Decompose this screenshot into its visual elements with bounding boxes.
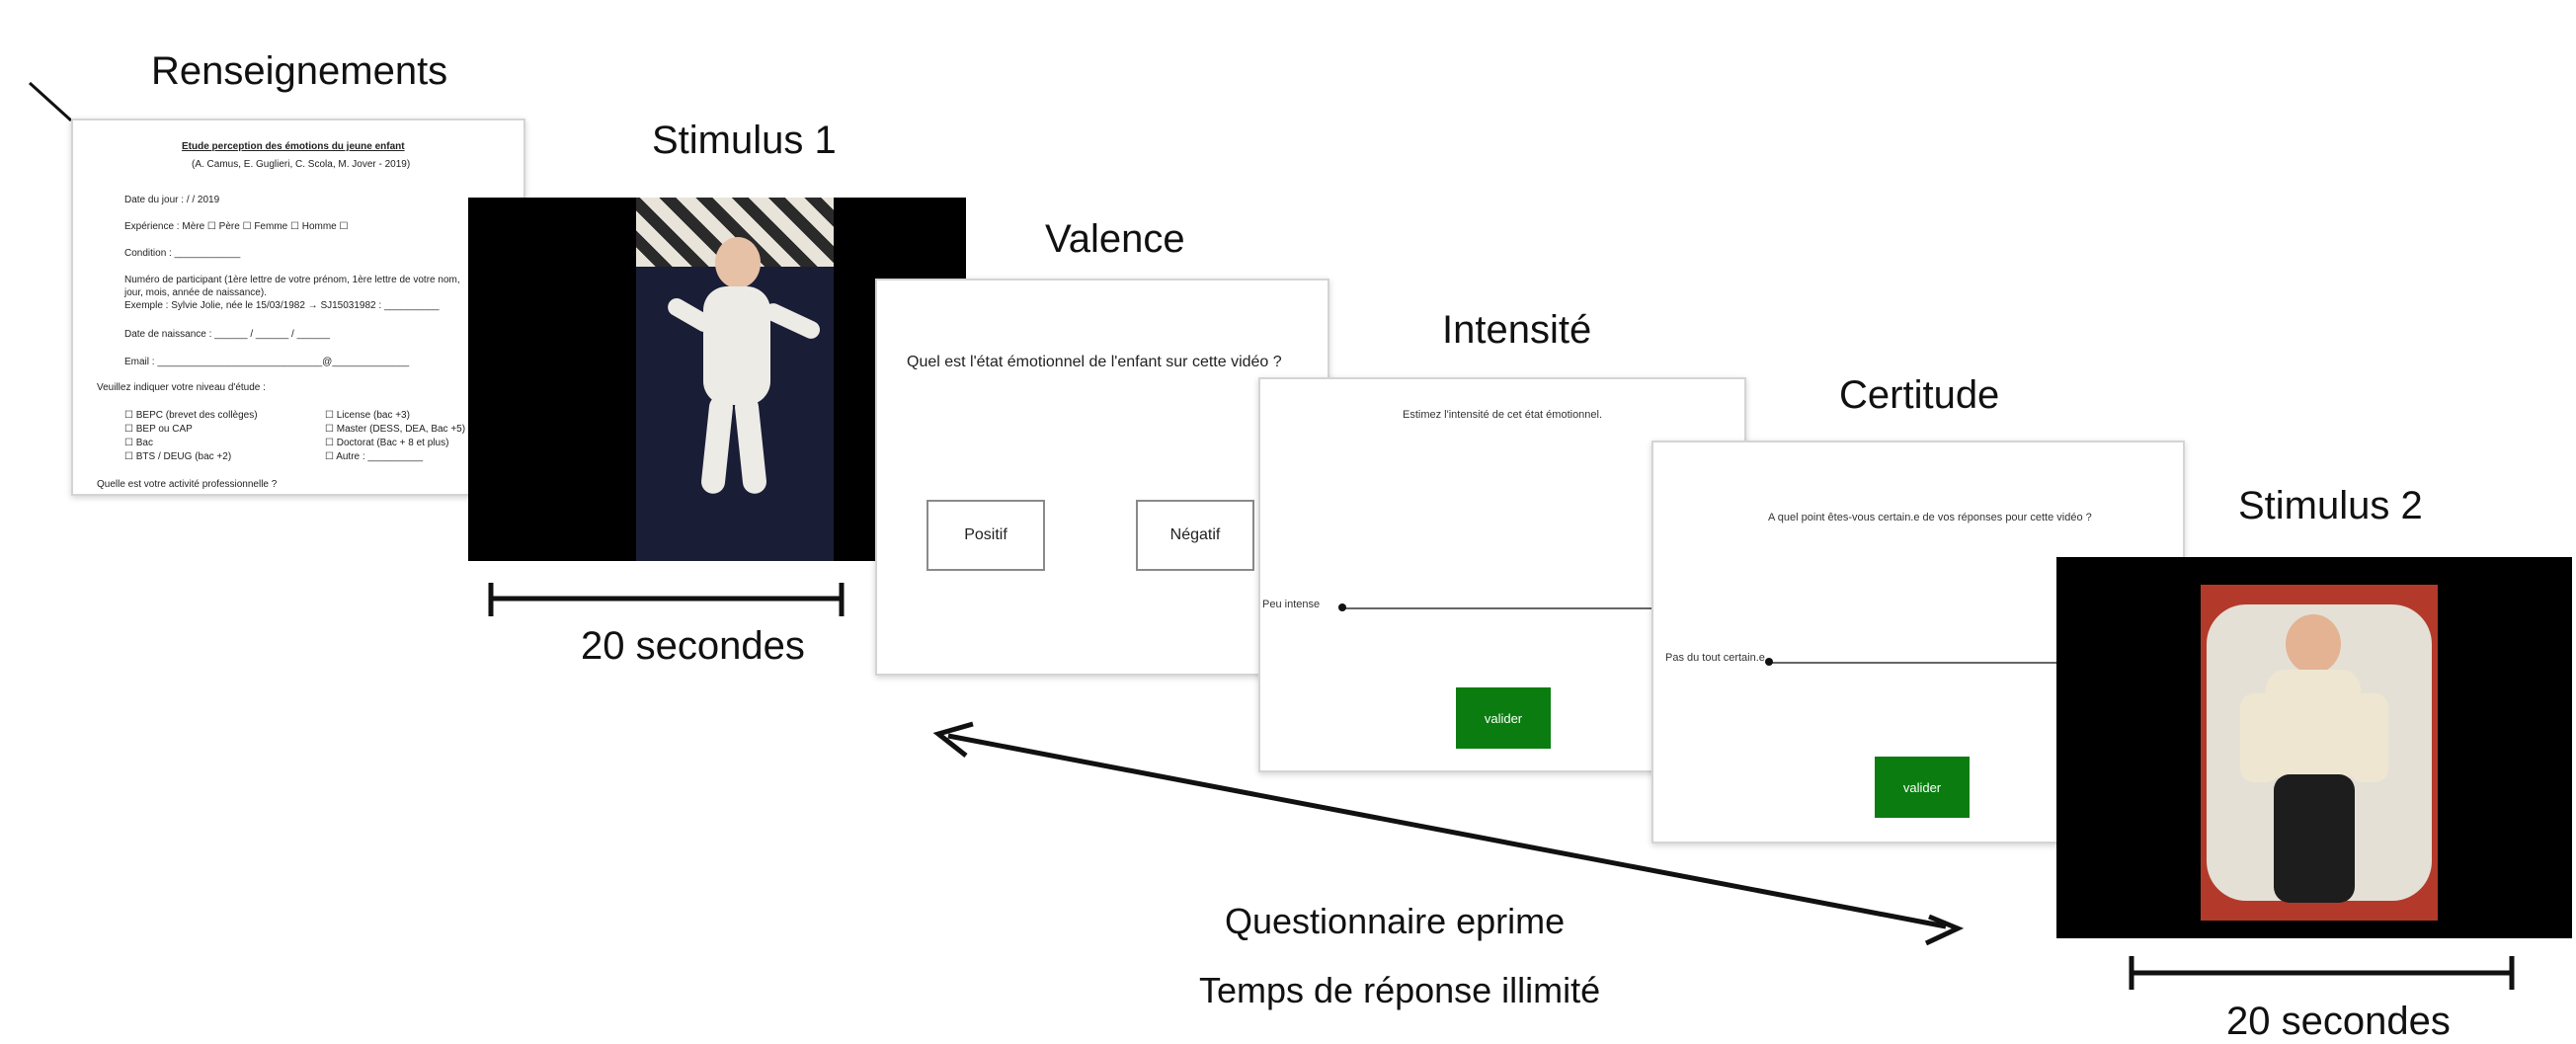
- certitude-question: A quel point êtes-vous certain.e de vos …: [1768, 512, 2092, 523]
- valence-screen: Quel est l'état émotionnel de l'enfant s…: [875, 279, 1329, 676]
- footer-questionnaire: Questionnaire eprime: [1225, 901, 1566, 941]
- intensite-title: Intensité: [1442, 308, 1592, 352]
- form-numero-line1: Numéro de participant (1ère lettre de vo…: [124, 275, 460, 285]
- form-date: Date du jour : / / 2019: [124, 195, 220, 205]
- certitude-scale-left-label: Pas du tout certain.e: [1665, 652, 1765, 664]
- positif-button[interactable]: Positif: [926, 500, 1045, 571]
- form-opt-right-1: ☐ License (bac +3): [325, 410, 410, 421]
- certitude-slider-track[interactable]: [1768, 662, 2183, 664]
- intensite-slider-handle[interactable]: [1338, 603, 1346, 611]
- form-opt-left-3: ☐ Bac: [124, 438, 153, 448]
- intensite-slider-track[interactable]: [1341, 607, 1744, 609]
- form-naissance: Date de naissance : ______ / ______ / __…: [124, 329, 330, 340]
- form-email: Email : ______________________________@_…: [124, 357, 410, 367]
- baby-photo-2: [2201, 585, 2438, 921]
- certitude-title: Certitude: [1839, 373, 2000, 417]
- intensite-scale-left-label: Peu intense: [1262, 599, 1321, 610]
- intensite-valider-button[interactable]: valider: [1456, 687, 1551, 749]
- stimulus2-duration-bar: [2129, 956, 2515, 990]
- valence-question: Quel est l'état émotionnel de l'enfant s…: [907, 354, 1282, 370]
- form-numero-line2: jour, mois, année de naissance).: [124, 287, 267, 298]
- form-opt-left-1: ☐ BEPC (brevet des collèges): [124, 410, 258, 421]
- baby-photo-1: [636, 198, 834, 561]
- form-niveau: Veuillez indiquer votre niveau d'étude :: [97, 382, 266, 393]
- form-opt-left-4: ☐ BTS / DEUG (bac +2): [124, 451, 232, 462]
- negatif-button[interactable]: Négatif: [1136, 500, 1254, 571]
- form-activite: Quelle est votre activité professionnell…: [97, 479, 278, 490]
- form-experience: Expérience : Mère ☐ Père ☐ Femme ☐ Homme…: [124, 221, 349, 232]
- stimulus2-title: Stimulus 2: [2238, 484, 2423, 527]
- intensite-question: Estimez l'intensité de cet état émotionn…: [1403, 409, 1603, 421]
- corner-line: [28, 81, 73, 122]
- valence-title: Valence: [1045, 217, 1185, 261]
- certitude-valider-button[interactable]: valider: [1875, 757, 1970, 818]
- stimulus1-duration-label: 20 secondes: [581, 624, 805, 668]
- double-arrow: [932, 721, 1965, 946]
- stimulus1-title: Stimulus 1: [652, 119, 837, 162]
- footer-temps-reponse: Temps de réponse illimité: [1199, 970, 1601, 1010]
- form-opt-right-2: ☐ Master (DESS, DEA, Bac +5): [325, 424, 466, 435]
- stimulus2-video: [2056, 557, 2572, 938]
- stimulus1-duration-bar: [488, 583, 845, 616]
- form-numero-line3: Exemple : Sylvie Jolie, née le 15/03/198…: [124, 300, 440, 311]
- renseignements-form-card: Etude perception des émotions du jeune e…: [71, 119, 525, 496]
- form-opt-left-2: ☐ BEP ou CAP: [124, 424, 193, 435]
- renseignements-title: Renseignements: [151, 49, 448, 93]
- form-heading: Etude perception des émotions du jeune e…: [182, 141, 405, 152]
- form-opt-right-3: ☐ Doctorat (Bac + 8 et plus): [325, 438, 449, 448]
- certitude-slider-handle[interactable]: [1765, 658, 1773, 666]
- stimulus2-duration-label: 20 secondes: [2226, 1000, 2451, 1043]
- form-condition: Condition : ____________: [124, 248, 241, 259]
- form-authors: (A. Camus, E. Guglieri, C. Scola, M. Jov…: [192, 159, 411, 170]
- form-opt-right-4: ☐ Autre : __________: [325, 451, 424, 462]
